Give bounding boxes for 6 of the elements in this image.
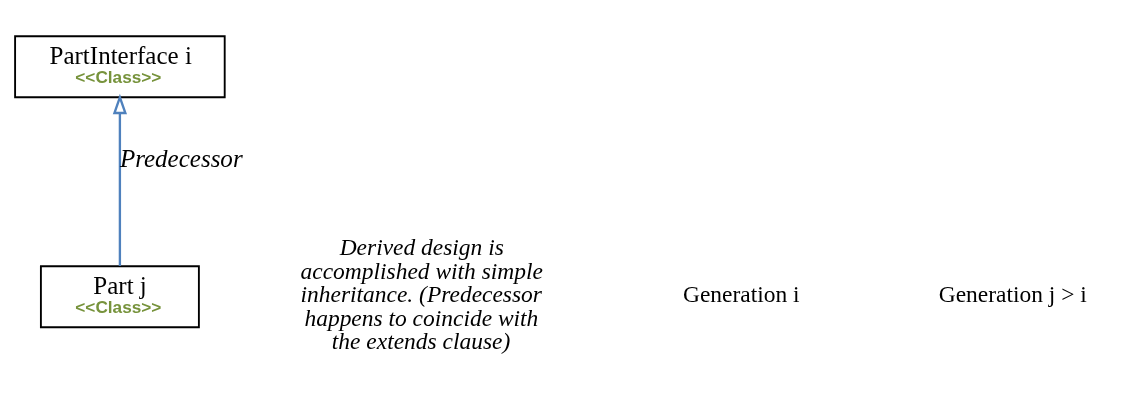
label: Derived design is accomplished with simple inheritance. (Predecessor happens to coincide with the extends clause) — [300, 234, 543, 355]
label: Generation j > i — [938, 281, 1087, 308]
node-box: PartInterface i <<Class>> — [14, 35, 226, 99]
arrow — [112, 93, 128, 266]
label: Generation i — [683, 281, 800, 308]
node-box: Part j <<Class>> — [39, 265, 200, 329]
